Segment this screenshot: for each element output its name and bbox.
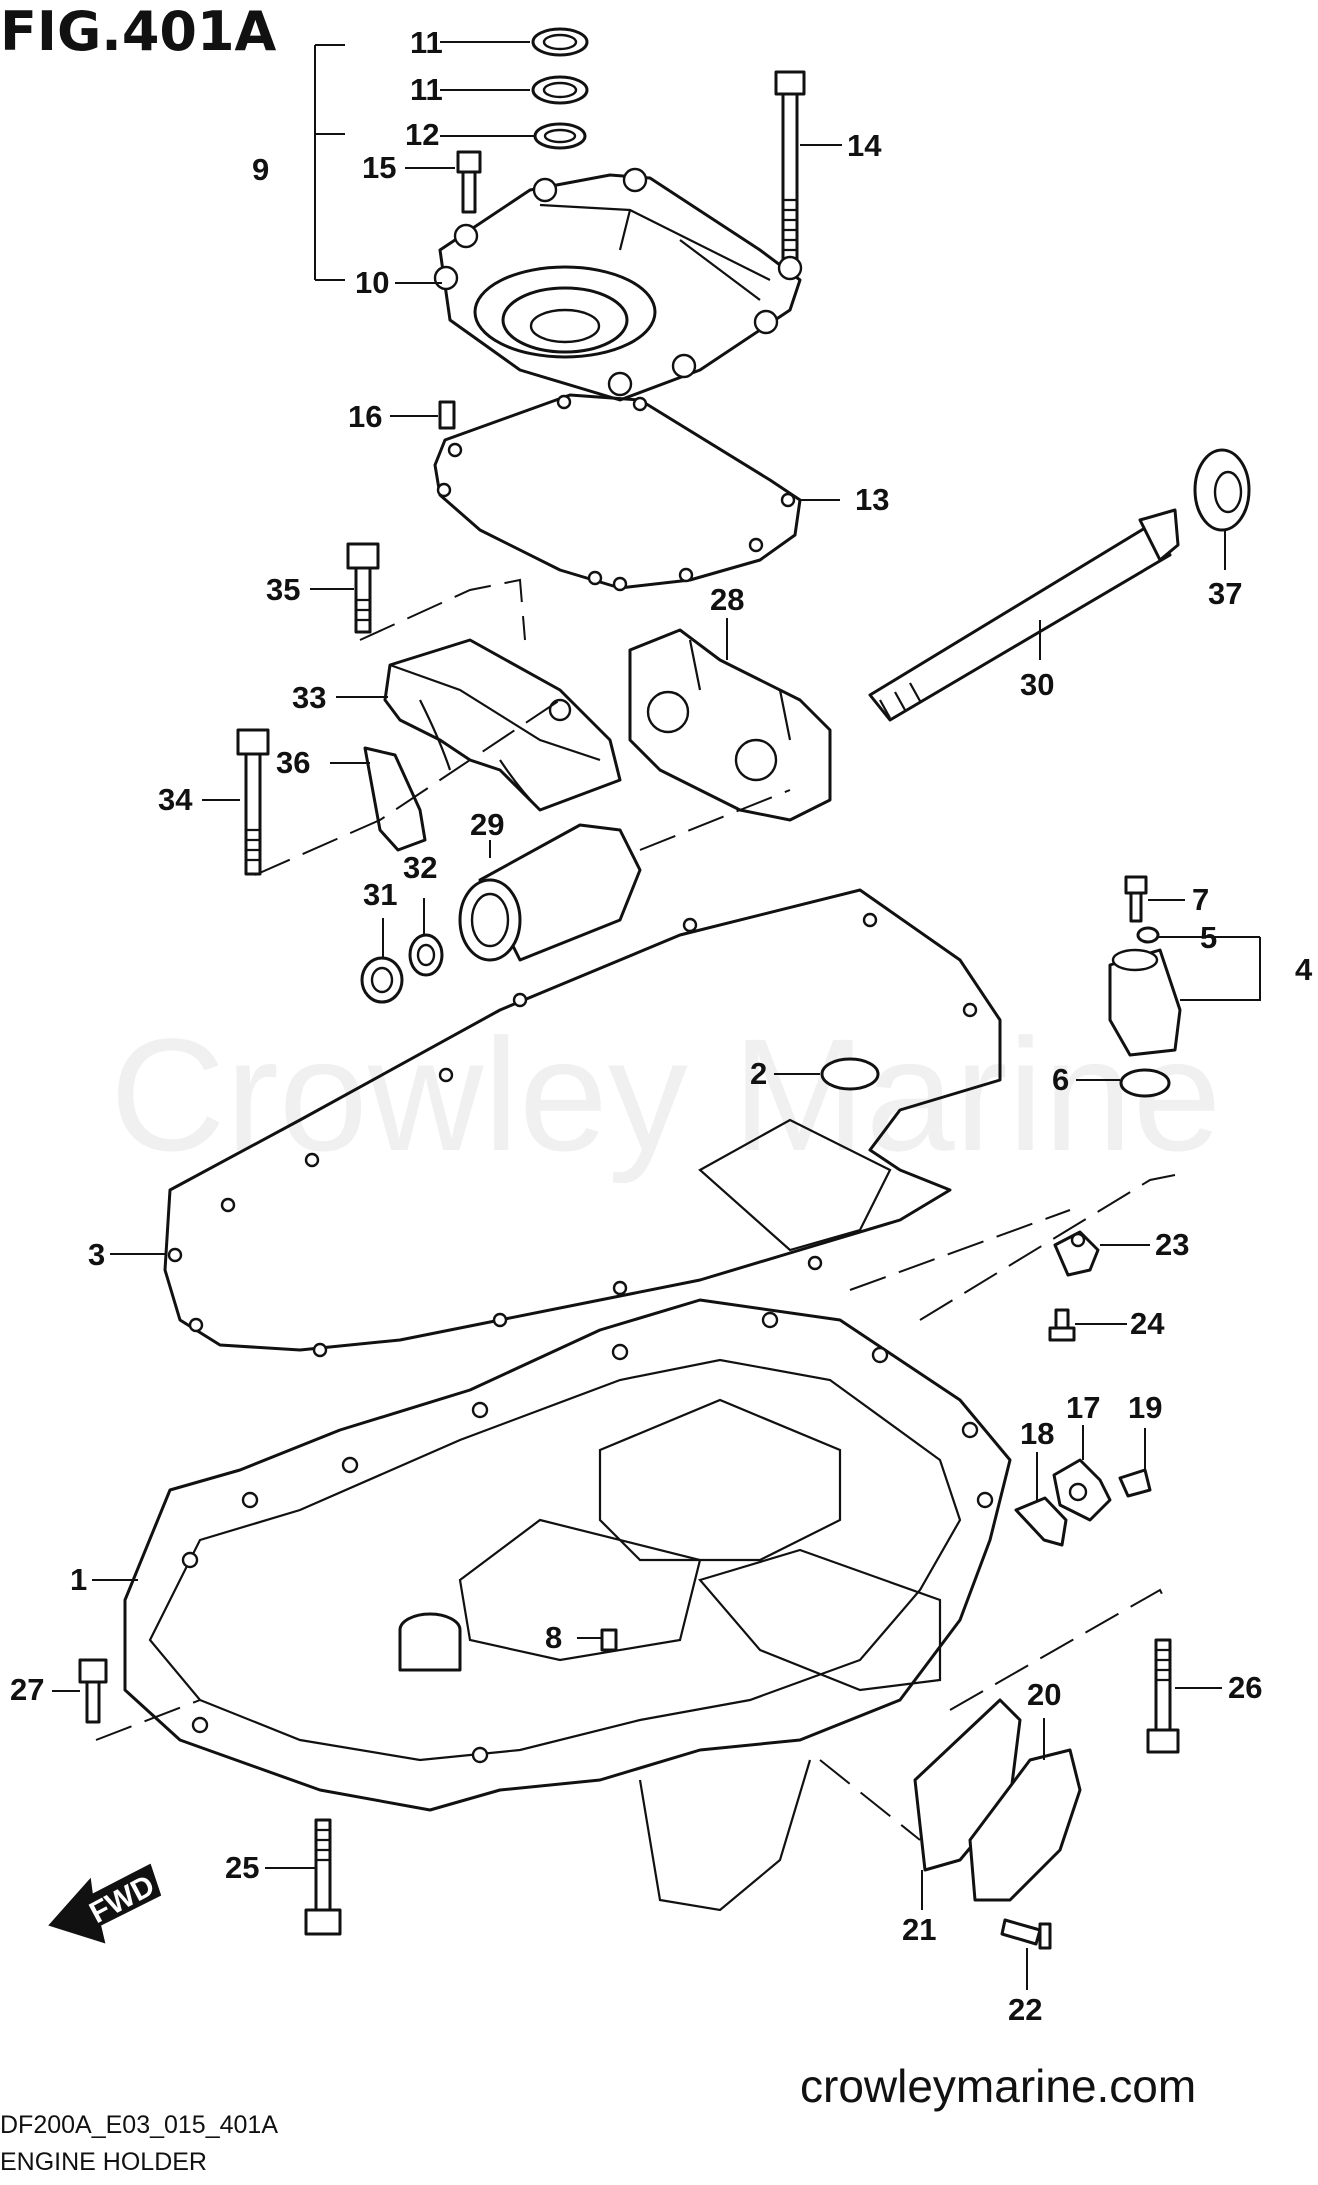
sensor-23 — [1053, 1230, 1100, 1277]
washer-32 — [408, 933, 444, 977]
bolt-27 — [78, 1658, 108, 1724]
oil-pan-1 — [123, 1298, 1012, 1912]
callout-2: 2 — [750, 1056, 767, 1091]
callout-29: 29 — [470, 807, 504, 842]
nut-31 — [360, 956, 404, 1004]
washer-37 — [1193, 448, 1251, 532]
oil-seal-housing-cover — [433, 167, 803, 402]
assembly-dash-lines — [95, 578, 1176, 1841]
callout-labels: 11 11 12 9 15 14 10 16 13 35 28 37 33 30… — [10, 25, 1313, 2027]
shaft-bolt-30 — [868, 508, 1180, 722]
callout-37: 37 — [1208, 576, 1242, 611]
bolt-35 — [346, 542, 380, 634]
o-ring-5 — [1136, 926, 1160, 944]
callout-27: 27 — [10, 1672, 44, 1707]
callout-6: 6 — [1052, 1062, 1069, 1097]
callout-14: 14 — [847, 128, 882, 163]
callout-5: 5 — [1200, 920, 1217, 955]
figure-code: DF200A_E03_015_401A — [0, 2111, 278, 2139]
bolt-26 — [1146, 1638, 1180, 1754]
callout-34: 34 — [158, 782, 193, 817]
callout-9: 9 — [252, 152, 269, 187]
callout-35: 35 — [266, 572, 300, 607]
callout-31: 31 — [363, 877, 397, 912]
bolt-24 — [1048, 1308, 1076, 1342]
oil-pan-gasket-3 — [163, 888, 1002, 1358]
bolt-7 — [1124, 875, 1148, 923]
callout-12: 12 — [405, 117, 439, 152]
callout-7: 7 — [1192, 882, 1209, 917]
o-ring-6 — [1119, 1068, 1171, 1098]
leader-lines — [52, 41, 1261, 1990]
callout-24: 24 — [1130, 1306, 1165, 1341]
engine-holder-28 — [628, 628, 832, 822]
callout-4: 4 — [1295, 952, 1313, 987]
clip-36 — [363, 746, 427, 852]
callout-15: 15 — [362, 150, 396, 185]
thermostat-cover-17 — [1052, 1458, 1112, 1522]
callout-1: 1 — [70, 1562, 87, 1597]
figure-caption: ENGINE HOLDER — [0, 2148, 207, 2176]
callout-21: 21 — [902, 1912, 936, 1947]
callout-23: 23 — [1155, 1227, 1189, 1262]
bolt-19 — [1118, 1468, 1152, 1498]
bolt-14 — [774, 70, 806, 288]
fwd-label: FWD — [84, 1869, 160, 1930]
callout-17: 17 — [1066, 1390, 1100, 1425]
bolt-25 — [304, 1818, 342, 1936]
bolt-15 — [456, 150, 482, 214]
callout-36: 36 — [276, 745, 310, 780]
water-outlet-4 — [1108, 948, 1182, 1057]
callout-28: 28 — [710, 582, 744, 617]
callout-18: 18 — [1020, 1416, 1054, 1451]
gasket-18 — [1014, 1496, 1068, 1547]
callout-26: 26 — [1228, 1670, 1262, 1705]
callout-10: 10 — [355, 265, 389, 300]
mount-bracket-33 — [383, 638, 622, 812]
callout-8: 8 — [545, 1620, 562, 1655]
callout-13: 13 — [855, 482, 889, 517]
callout-20: 20 — [1027, 1677, 1061, 1712]
callout-33: 33 — [292, 680, 326, 715]
callout-11a: 11 — [410, 25, 443, 60]
bolt-34 — [236, 728, 270, 876]
callout-16: 16 — [348, 399, 382, 434]
cover-gasket-13 — [433, 393, 802, 592]
oil-seals-group — [531, 27, 589, 150]
callout-32: 32 — [403, 850, 437, 885]
callout-19: 19 — [1128, 1390, 1162, 1425]
cover-20 — [968, 1748, 1082, 1902]
callout-3: 3 — [88, 1237, 105, 1272]
fwd-arrow: FWD — [48, 1863, 162, 1944]
figure-title: FIG.401A — [0, 0, 277, 63]
website-label: crowleymarine.com — [800, 2060, 1196, 2112]
o-ring-2 — [820, 1057, 880, 1091]
bolt-22 — [1000, 1918, 1052, 1950]
dowel-pin-16 — [438, 400, 456, 430]
callout-11b: 11 — [410, 72, 443, 107]
bushing-29 — [458, 823, 642, 962]
callout-22: 22 — [1008, 1992, 1042, 2027]
watermark: Crowley Marine — [110, 1005, 1221, 1184]
callout-30: 30 — [1020, 667, 1054, 702]
callout-25: 25 — [225, 1850, 259, 1885]
